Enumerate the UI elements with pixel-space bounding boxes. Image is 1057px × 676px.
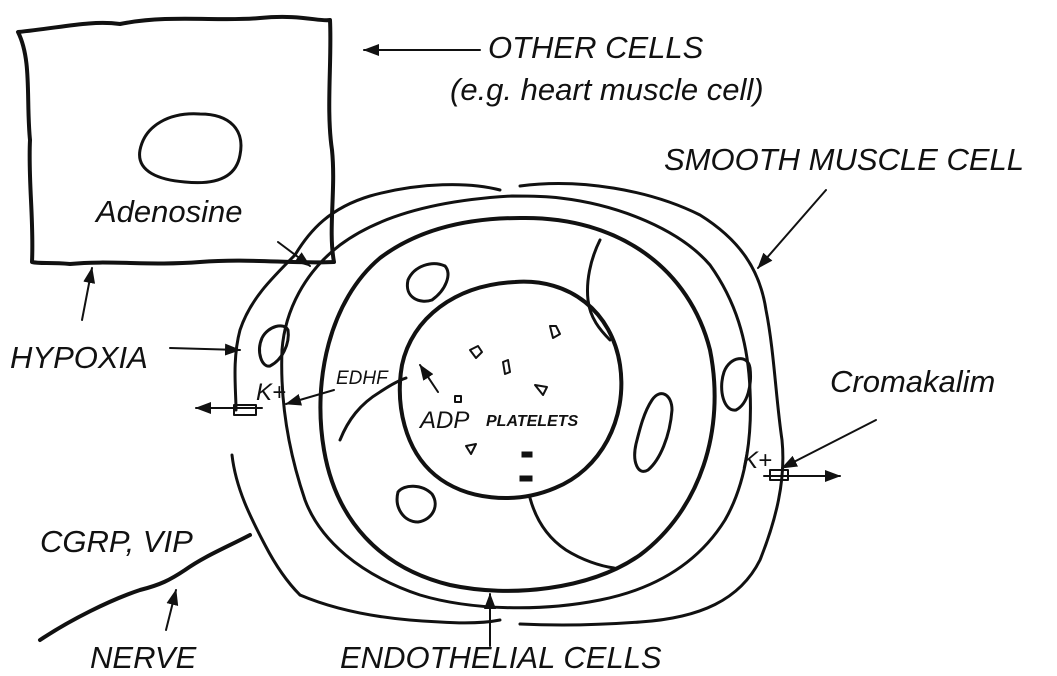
- label-nerve: NERVE: [90, 640, 197, 675]
- platelets-group: [455, 326, 560, 481]
- arrow-smooth-muscle: [758, 190, 826, 268]
- label-adp: ADP: [418, 407, 469, 434]
- label-platelets: PLATELETS: [486, 413, 578, 430]
- arrow-adp: [420, 365, 438, 392]
- endothelial-ring-outer: [320, 218, 714, 591]
- label-adenosine: Adenosine: [94, 194, 243, 229]
- label-other-cells: OTHER CELLS: [488, 30, 704, 65]
- arrow-hypoxia: [170, 348, 240, 350]
- arrow-edhf: [286, 390, 334, 404]
- endothelial-boundary-3: [530, 498, 614, 568]
- label-cgrp-vip: CGRP, VIP: [40, 524, 193, 559]
- endothelial-nucleus-3: [635, 394, 672, 472]
- arrow-cromakalim: [782, 420, 876, 468]
- label-smooth-muscle-cell: SMOOTH MUSCLE CELL: [664, 142, 1024, 177]
- label-cromakalim: Cromakalim: [830, 364, 995, 399]
- arrow-nerve: [166, 590, 176, 630]
- label-k-plus-right: K+: [742, 447, 772, 474]
- smooth-muscle-nucleus-right: [722, 359, 751, 410]
- label-k-plus-left: K+: [256, 379, 286, 406]
- vessel-lumen: [400, 282, 621, 498]
- other-cell-nucleus: [140, 114, 241, 183]
- label-endothelial-cells: ENDOTHELIAL CELLS: [340, 640, 662, 675]
- smooth-muscle-outer-wall-left-lower: [232, 455, 300, 595]
- arrow-hypoxia-up: [82, 268, 92, 320]
- smooth-muscle-outer-wall-bottom: [300, 595, 500, 623]
- label-other-cells-example: (e.g. heart muscle cell): [450, 72, 764, 107]
- label-edhf: EDHF: [336, 368, 389, 389]
- label-hypoxia: HYPOXIA: [10, 340, 148, 375]
- endothelial-nucleus-2: [397, 486, 435, 522]
- endothelial-nucleus-1: [407, 264, 448, 302]
- smooth-muscle-inner-wall: [282, 196, 751, 608]
